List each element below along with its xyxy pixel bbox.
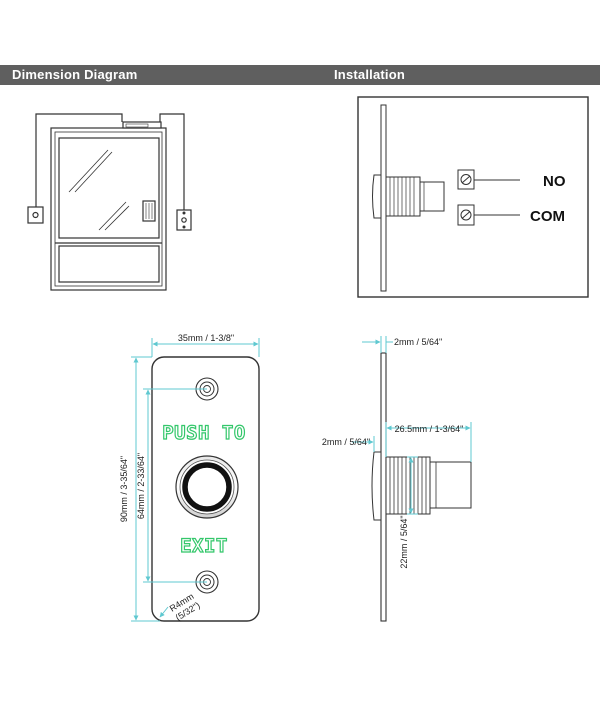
installation-frame <box>357 96 589 298</box>
gap-dimension-text: 2mm / 5/64" <box>322 437 370 447</box>
exit-button-icon-left <box>27 206 44 224</box>
side-button-flange <box>371 451 382 521</box>
side-dimensions <box>352 336 472 515</box>
com-label: COM <box>530 208 565 225</box>
width-dimension-text: 35mm / 1-3/8" <box>178 333 234 343</box>
side-button-cap <box>429 461 472 509</box>
installation-title: Installation <box>334 67 406 82</box>
side-plate <box>380 352 387 622</box>
depth-dimension-text: 26.5mm / 1-3/64" <box>395 424 464 434</box>
door-diagram <box>27 113 192 291</box>
installation-plate <box>380 104 387 292</box>
installation-button-flange <box>372 174 382 219</box>
terminal-com-icon <box>457 204 475 226</box>
side-view <box>371 352 472 622</box>
installation-button-cap <box>419 181 445 212</box>
no-label: NO <box>543 173 566 190</box>
magnetic-lock <box>122 121 162 129</box>
side-button-thread <box>385 456 431 515</box>
exit-button-icon-right <box>176 209 192 231</box>
diameter-dimension-text: 22mm / 5/64" <box>399 515 409 568</box>
door-frame <box>50 127 167 291</box>
push-to-text: PUSH TO <box>162 422 246 444</box>
dimension-diagram-title: Dimension Diagram <box>12 67 138 82</box>
hole-spacing-dimension-text: 64mm / 2-33/64" <box>136 453 146 519</box>
front-view: PUSH TO EXIT <box>151 356 260 622</box>
terminal-no-icon <box>457 169 475 190</box>
door-wire-left <box>35 113 123 207</box>
door-glass-pane <box>58 137 160 239</box>
section-header-bar <box>0 65 600 85</box>
exit-text: EXIT <box>180 535 228 557</box>
radius-leader-line <box>159 606 169 618</box>
installation-panel: NO COM <box>357 96 589 298</box>
door-wire-right <box>159 113 185 210</box>
installation-button-thread <box>385 176 421 217</box>
push-button <box>175 455 239 519</box>
plate-thickness-dimension-text: 2mm / 5/64" <box>394 337 442 347</box>
front-dimensions <box>131 338 260 622</box>
height-dimension-text: 90mm / 3-35/64" <box>119 456 129 522</box>
door-lower-panel <box>58 245 160 283</box>
